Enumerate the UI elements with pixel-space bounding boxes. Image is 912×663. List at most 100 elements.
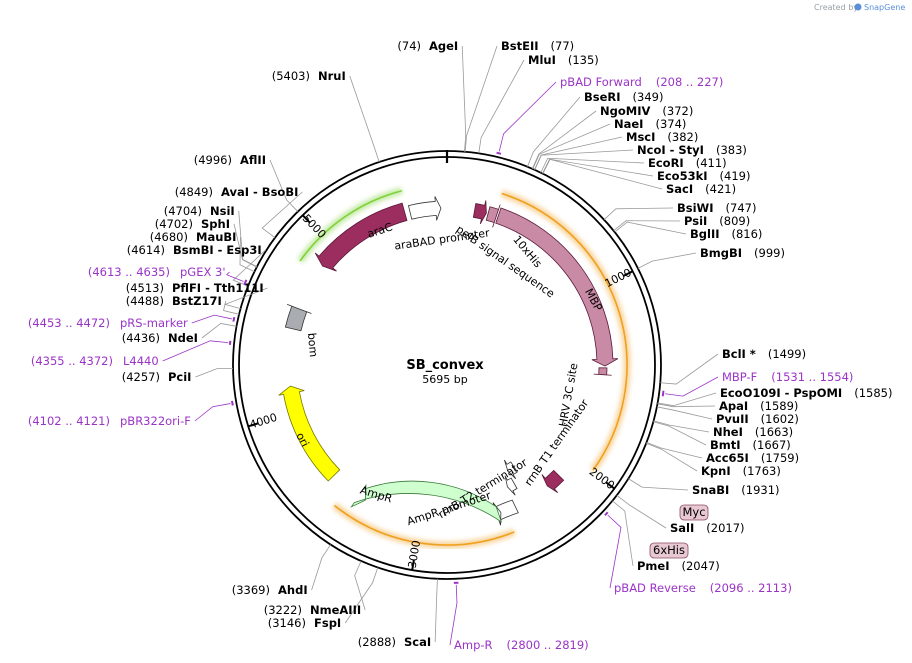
site-mlui[interactable]: MluI(135) xyxy=(528,53,599,67)
site-nmeaiii[interactable]: NmeAIII(3222) xyxy=(264,603,361,617)
site-bsiwi[interactable]: BsiWI (747) xyxy=(677,201,756,215)
site-nsii[interactable]: NsiI(4704) xyxy=(164,204,235,218)
primer-name: L4440 xyxy=(123,354,159,368)
site-name: Eco53kI xyxy=(657,169,708,183)
site-bsmbi-esp3i[interactable]: BsmBI - Esp3I(4614) xyxy=(127,243,262,257)
site-psii[interactable]: PsiI(809) xyxy=(684,214,750,228)
site-name: SacI xyxy=(666,182,693,196)
site-fspi[interactable]: FspI(3146) xyxy=(268,616,341,630)
primer-name: pBAD Reverse xyxy=(614,581,696,595)
site-aflii[interactable]: AflII(4996) xyxy=(194,153,266,167)
primer-position: (4613 .. 4635) xyxy=(88,265,170,279)
leader-aflii xyxy=(269,159,299,212)
primer-prs-marker[interactable]: pRS-marker(4453 .. 4472) xyxy=(28,316,188,330)
site-scai[interactable]: ScaI(2888) xyxy=(358,635,431,649)
site-ngomiv[interactable]: NgoMIV (372) xyxy=(600,104,693,118)
feature-rrnb-t1[interactable] xyxy=(541,469,565,494)
leader-pvuii xyxy=(656,406,713,420)
site-ndei[interactable]: NdeI(4436) xyxy=(122,331,198,345)
site-pflfi-tth111i[interactable]: PflFI - Tth111I(4513) xyxy=(126,281,264,295)
primer-pbr322ori-f[interactable]: pBR322ori-F(4102 .. 4121) xyxy=(28,414,191,428)
leader-acc65i xyxy=(646,441,703,459)
site-ahdi[interactable]: AhdI(3369) xyxy=(232,583,308,597)
feature-rrnb-t2[interactable] xyxy=(504,459,518,480)
feature-ori[interactable] xyxy=(278,385,341,482)
leader-nsii xyxy=(238,210,258,268)
site-nhei[interactable]: NheI(1663) xyxy=(713,425,793,439)
tick-mark-3000 xyxy=(411,560,415,571)
primer-pgex-3[interactable]: pGEX 3'(4613 .. 4635) xyxy=(88,265,226,279)
site-pcii[interactable]: PciI(4257) xyxy=(122,370,192,384)
feature-label-ori: ori xyxy=(293,430,311,449)
site-acc65i[interactable]: Acc65I(1759) xyxy=(706,451,799,465)
site-bstz17i[interactable]: BstZ17I(4488) xyxy=(126,294,222,308)
tick-label-1000: 1000 xyxy=(603,266,634,290)
leader-ngomiv xyxy=(532,110,597,169)
plasmid-size: 5695 bp xyxy=(422,373,467,386)
primer-l4440[interactable]: L4440 (4355 .. 4372) xyxy=(31,354,159,368)
site-ecori[interactable]: EcoRI(411) xyxy=(648,156,727,170)
site-position: (419) xyxy=(720,169,751,183)
site-position: (1759) xyxy=(761,451,799,465)
site-name: AhdI xyxy=(278,583,308,597)
feature-pelb[interactable] xyxy=(472,200,487,225)
feature-10xhis[interactable] xyxy=(485,204,501,228)
site-sali[interactable]: SalI(2017) xyxy=(670,521,745,535)
site-position: (747) xyxy=(726,201,757,215)
primer-leader-pgex-3 xyxy=(226,271,244,282)
site-sphi[interactable]: SphI(4702) xyxy=(155,217,230,231)
site-saci[interactable]: SacI(421) xyxy=(666,182,736,196)
site-naei[interactable]: NaeI(374) xyxy=(614,117,686,131)
site-name: PciI xyxy=(168,370,191,384)
site-bmgbi[interactable]: BmgBI(999) xyxy=(700,246,785,260)
site-position: (1667) xyxy=(753,438,791,452)
primer-name: pBAD Forward xyxy=(560,75,642,89)
site-agei[interactable]: AgeI(74) xyxy=(397,39,458,53)
leader-mlui xyxy=(478,59,525,154)
site-name: BclI * xyxy=(722,347,756,361)
feature-arac[interactable] xyxy=(314,202,408,272)
primer-name: Amp-R xyxy=(454,638,493,652)
site-bcli[interactable]: BclI *(1499) xyxy=(722,347,806,361)
site-name: BsiWI xyxy=(677,201,714,215)
site-nrui[interactable]: NruI(5403) xyxy=(272,69,346,83)
site-pmei[interactable]: PmeI(2047) xyxy=(637,559,720,573)
feature-mbp[interactable] xyxy=(495,207,619,367)
feature-ampr[interactable] xyxy=(350,480,503,523)
site-name: FspI xyxy=(314,616,341,630)
site-bseri[interactable]: BseRI(349) xyxy=(584,90,663,104)
site-ecoo109i-pspomi[interactable]: EcoO109I - PspOMI(1585) xyxy=(720,386,892,400)
site-maubi[interactable]: MauBI(4680) xyxy=(150,230,237,244)
site-bglii[interactable]: BglII(816) xyxy=(690,227,762,241)
site-pvuii[interactable]: PvuII(1602) xyxy=(716,412,799,426)
site-name: AgeI xyxy=(429,39,458,53)
leader-maubi xyxy=(239,236,255,273)
site-position: (1763) xyxy=(743,464,781,478)
site-apai[interactable]: ApaI(1589) xyxy=(719,399,798,413)
feature-bom[interactable] xyxy=(284,303,312,332)
primer-mbp-f[interactable]: MBP-F(1531 .. 1554) xyxy=(722,370,853,384)
leader-fspi xyxy=(344,567,379,624)
site-ncoi-styi[interactable]: NcoI - StyI(383) xyxy=(637,143,747,157)
primer-amp-r[interactable]: Amp-R(2800 .. 2819) xyxy=(454,638,589,652)
site-position: (372) xyxy=(662,104,693,118)
feature-hrv-3c[interactable] xyxy=(593,367,612,376)
site-snabi[interactable]: SnaBI(1931) xyxy=(692,483,780,497)
site-msci[interactable]: MscI(382) xyxy=(626,130,698,144)
leader-eco53ki xyxy=(542,158,654,177)
primer-position: (4355 .. 4372) xyxy=(31,354,113,368)
site-avai-bsobi[interactable]: AvaI - BsoBI(4849) xyxy=(175,185,299,199)
site-position: (4614) xyxy=(127,243,165,257)
site-eco53ki[interactable]: Eco53kI (419) xyxy=(657,169,750,183)
feature-rrnb-t2b[interactable] xyxy=(504,475,518,496)
feature-ampr-promoter[interactable] xyxy=(492,499,519,526)
feature-arabad-promoter[interactable] xyxy=(407,196,442,221)
site-position: (1602) xyxy=(761,412,799,426)
primer-pbad-reverse[interactable]: pBAD Reverse(2096 .. 2113) xyxy=(614,581,792,595)
site-name: NgoMIV xyxy=(600,104,650,118)
site-bmti[interactable]: BmtI(1667) xyxy=(710,438,791,452)
tick-mark-1000 xyxy=(623,270,634,277)
primer-pbad-forward[interactable]: pBAD Forward(208 .. 227) xyxy=(560,75,723,89)
site-bsteii[interactable]: BstEII(77) xyxy=(501,39,574,53)
site-kpni[interactable]: KpnI(1763) xyxy=(701,464,781,478)
